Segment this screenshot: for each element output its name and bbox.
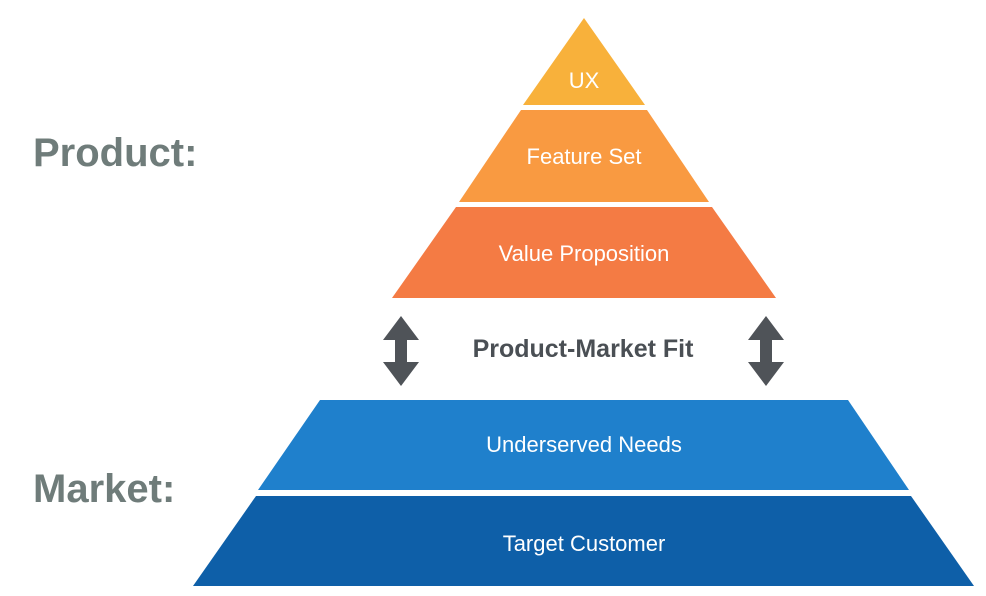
product-label: Product: xyxy=(33,131,197,175)
ux-tier-label: UX xyxy=(569,68,600,93)
underserved-needs-tier-label: Underserved Needs xyxy=(486,432,682,457)
feature-set-tier-label: Feature Set xyxy=(527,144,642,169)
left-double-arrow-icon xyxy=(383,316,419,386)
product-market-fit-label: Product-Market Fit xyxy=(473,335,695,363)
target-customer-tier-label: Target Customer xyxy=(503,531,666,556)
market-label: Market: xyxy=(33,467,175,511)
underserved-needs-tier xyxy=(258,400,909,490)
value-proposition-tier xyxy=(392,207,776,298)
target-customer-tier xyxy=(193,496,974,586)
ux-tier xyxy=(523,18,645,105)
value-proposition-tier-label: Value Proposition xyxy=(499,241,670,266)
feature-set-tier xyxy=(459,110,709,202)
right-double-arrow-icon xyxy=(748,316,784,386)
